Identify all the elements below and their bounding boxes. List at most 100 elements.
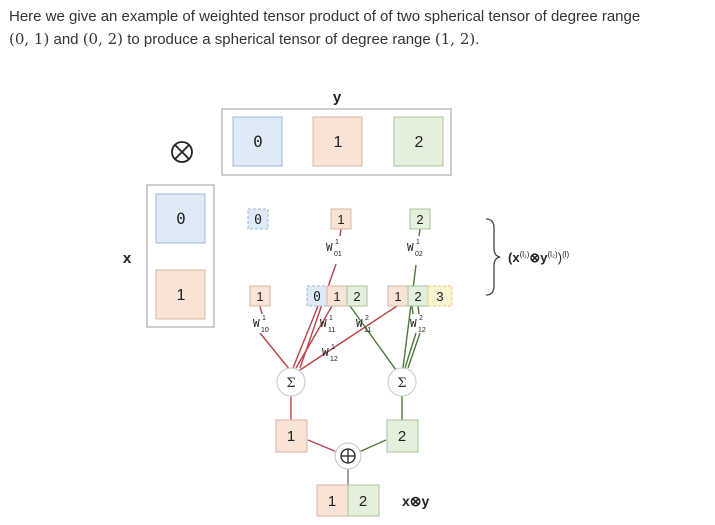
y-panel xyxy=(221,108,452,176)
connection-lines xyxy=(259,228,421,485)
degree-range-out: (1, 2) xyxy=(434,30,476,48)
sigma-node-deg2: Σ xyxy=(387,367,417,397)
svg-text:W: W xyxy=(410,317,417,330)
p02-cell xyxy=(409,208,431,230)
out-deg2-cell xyxy=(347,484,380,517)
y-deg0-label: 0 xyxy=(253,132,263,151)
right-brace xyxy=(485,218,501,296)
out-deg2-label: 2 xyxy=(359,493,367,510)
oplus-icon xyxy=(340,448,356,464)
y-deg2-label: 2 xyxy=(415,134,424,151)
sum-deg2-cell xyxy=(386,419,419,453)
p12-deg1-label: 1 xyxy=(394,289,401,304)
row2-products: 1 0 1 2 1 2 3 xyxy=(249,285,453,307)
degree-range-y: (0, 2) xyxy=(82,30,124,48)
intro-and: and xyxy=(49,31,83,48)
brace-annotation: (x(l₁)⊗y(l₂))(l) xyxy=(485,218,570,296)
x-deg0-cell xyxy=(155,193,206,244)
svg-text:W: W xyxy=(356,317,363,330)
line-p12-w12c xyxy=(417,305,420,315)
svg-text:1: 1 xyxy=(416,239,420,246)
line-p12-w12b xyxy=(411,305,414,315)
svg-text:11: 11 xyxy=(364,327,371,334)
line-p11b-sigma1 xyxy=(295,305,333,369)
line-y2-w02 xyxy=(418,228,421,237)
result-label: x⊗y xyxy=(402,493,430,509)
weight-labels: W 1 01 W 1 02 W 1 10 W 1 11 W 2 11 W 1 1… xyxy=(253,239,426,363)
sigma-icon: Σ xyxy=(397,376,406,391)
weight-w11-deg1: W 1 11 xyxy=(320,315,335,334)
y-tensor: y 0 1 2 xyxy=(221,89,452,176)
brace-formula: (x(l₁)⊗y(l₂))(l) xyxy=(508,250,570,265)
output-tensor: 1 2 x⊗y xyxy=(316,484,430,517)
svg-text:02: 02 xyxy=(415,251,423,258)
p01-label: 1 xyxy=(337,212,344,227)
p12-deg2-label: 2 xyxy=(414,289,421,304)
x-deg1-label: 1 xyxy=(177,287,186,304)
x-panel xyxy=(146,184,215,328)
svg-text:2: 2 xyxy=(365,315,369,322)
intro-line-2: (0, 1) and (0, 2) to produce a spherical… xyxy=(9,28,709,51)
p12-deg3-label: 3 xyxy=(436,289,443,304)
x-label: x xyxy=(123,250,132,267)
row1-products: 0 1 2 xyxy=(247,208,431,230)
line-w01-sigma1 xyxy=(299,263,337,369)
svg-text:12: 12 xyxy=(418,327,426,334)
svg-text:W: W xyxy=(253,317,260,330)
sum-deg2-label: 2 xyxy=(398,428,406,445)
p00-cell xyxy=(247,208,269,230)
weight-w12-deg1: W 1 12 xyxy=(322,344,338,363)
p01-cell xyxy=(330,208,352,230)
line-out1-oplus xyxy=(307,439,338,453)
svg-text:1: 1 xyxy=(262,315,266,322)
line-p11a-sigma1 xyxy=(292,305,319,369)
line-w10-sigma1 xyxy=(259,332,291,371)
weight-w01: W 1 01 xyxy=(326,239,342,258)
intro-produce: to produce a spherical tensor of degree … xyxy=(123,31,435,48)
line-y1-w01 xyxy=(339,228,342,237)
y-label: y xyxy=(333,89,342,106)
svg-text:2: 2 xyxy=(419,315,423,322)
y-deg1-label: 1 xyxy=(334,134,343,151)
otimes-icon xyxy=(171,141,193,163)
intro-line-1: Here we give an example of weighted tens… xyxy=(9,8,641,25)
svg-text:W: W xyxy=(320,317,327,330)
p00-label: 0 xyxy=(254,213,262,228)
y-deg1-cell xyxy=(312,116,363,167)
weight-w10: W 1 10 xyxy=(253,315,269,334)
svg-text:10: 10 xyxy=(261,327,269,334)
line-w02-sigma2 xyxy=(402,264,417,369)
line-w12b-sigma2 xyxy=(404,332,417,369)
y-deg2-cell xyxy=(393,116,444,167)
sigma-icon: Σ xyxy=(286,376,295,391)
sum-deg1-label: 1 xyxy=(287,428,295,445)
svg-text:11: 11 xyxy=(328,327,335,334)
svg-text:1: 1 xyxy=(329,315,333,322)
svg-text:1: 1 xyxy=(335,239,339,246)
x-deg0-label: 0 xyxy=(176,209,186,228)
weight-w11-deg2: W 2 11 xyxy=(356,315,371,334)
sigma-node-deg1: Σ xyxy=(276,367,306,397)
y-deg0-cell xyxy=(232,116,283,167)
x-tensor: x 0 1 xyxy=(123,184,215,328)
svg-text:01: 01 xyxy=(334,251,342,258)
svg-text:W: W xyxy=(326,241,333,254)
degree-range-x: (0, 1) xyxy=(9,30,50,48)
x-deg1-cell xyxy=(155,269,206,320)
p10-label: 1 xyxy=(256,289,263,304)
out-deg1-cell xyxy=(316,484,349,517)
p02-label: 2 xyxy=(416,212,423,227)
oplus-node xyxy=(334,442,362,470)
line-p10-w10 xyxy=(259,305,263,315)
intro-text: Here we give an example of weighted tens… xyxy=(9,6,709,51)
p11-deg2-cell xyxy=(346,285,368,307)
p11-deg0-label: 0 xyxy=(313,290,321,305)
line-w12c-sigma2 xyxy=(407,332,421,369)
sum-deg1-cell xyxy=(275,419,308,453)
intro-period: . xyxy=(475,31,480,48)
p12-deg3-cell xyxy=(427,285,453,307)
svg-text:W: W xyxy=(407,241,414,254)
weight-w02: W 1 02 xyxy=(407,239,423,258)
summed-outputs: 1 2 xyxy=(275,419,419,453)
